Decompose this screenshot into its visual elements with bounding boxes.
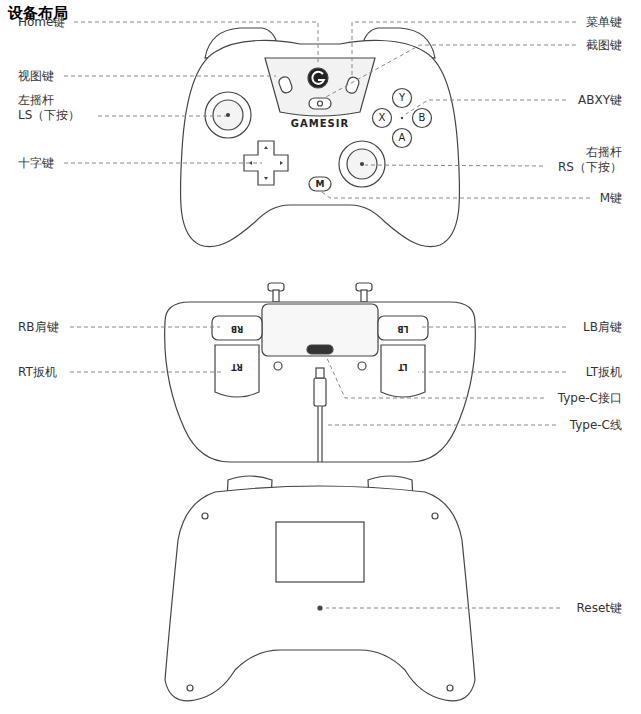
callout-label: 菜单键 [586,15,622,30]
callout-label: Type-C接口 [558,391,622,406]
callout-label: 视图键 [18,69,54,84]
callout-label: Type-C线 [570,418,622,433]
part-marking: A [399,132,406,144]
part-marking: GAMESIR [291,118,349,130]
page-title: 设备布局 [8,4,68,23]
callout-label: 左摇杆 LS（下按） [18,93,92,123]
part-marking: RT [231,361,242,371]
part-marking: B [419,112,426,124]
callout-label: RB肩键 [18,320,59,335]
callout-label: Reset键 [576,601,622,616]
callout-label: 截图键 [586,38,622,53]
part-marking: LB [397,323,408,333]
part-marking: M [316,179,325,190]
part-marking: X [379,112,386,124]
callout-label: 十字键 [18,156,54,171]
callout-label: ABXY键 [578,93,622,108]
part-marking: RB [231,323,243,333]
callout-label: LT扳机 [586,365,622,380]
leader-lines [64,22,590,608]
callout-label: RT扳机 [18,365,57,380]
callout-label: 右摇杆 RS（下按） [548,145,622,175]
callout-label: M键 [600,191,622,206]
part-marking: LT [398,361,407,371]
callout-label: LB肩键 [583,320,622,335]
part-marking: Y [399,92,405,104]
